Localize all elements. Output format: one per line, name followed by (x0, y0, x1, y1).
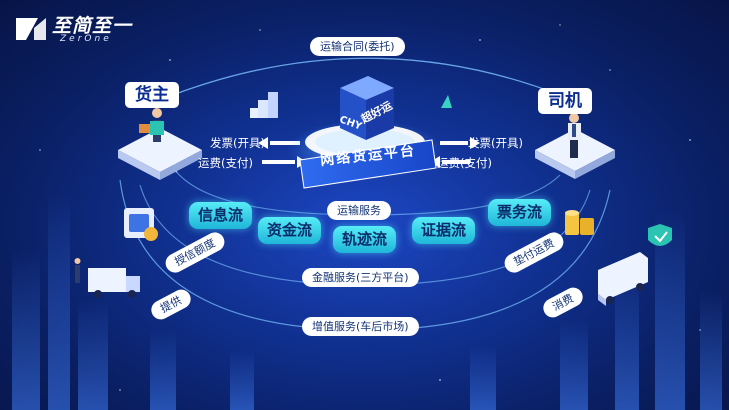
driver-freight-label: 运费(支付) (437, 156, 492, 170)
coins-icon (565, 210, 594, 235)
flow-ticketing: 票务流 (488, 199, 552, 226)
city-bars (12, 190, 722, 410)
bank-icon (124, 208, 158, 241)
mini-buildings (250, 92, 452, 118)
logo-name-en: ZerOne (60, 34, 112, 44)
shipper-invoice-label: 发票(开具) (210, 136, 265, 150)
stars (39, 24, 701, 391)
flow-information: 信息流 (189, 202, 253, 229)
shipper-platform (118, 108, 202, 180)
logo-name-cn: 至简至一 (52, 15, 133, 37)
shield-icon (648, 224, 672, 246)
finance-service-label: 金融服务(三方平台) (302, 268, 419, 287)
flow-trajectory: 轨迹流 (333, 226, 397, 253)
shipper-freight-label: 运费(支付) (198, 156, 253, 170)
top-contract-arc (164, 57, 564, 99)
logo-mark-icon (16, 18, 46, 40)
driver-invoice-label: 发票(开具) (468, 136, 523, 150)
central-platform (287, 76, 443, 189)
transport-service-label: 运输服务 (327, 201, 391, 220)
role-driver: 司机 (538, 88, 592, 114)
truck-right-icon (598, 252, 648, 306)
flow-evidence: 证据流 (412, 217, 476, 244)
flow-capital: 资金流 (258, 217, 322, 244)
driver-platform (535, 113, 615, 179)
truck-left-icon (74, 258, 140, 298)
top-contract-label: 运输合同(委托) (310, 37, 405, 56)
value-added-service-label: 增值服务(车后市场) (302, 317, 419, 336)
role-shipper: 货主 (125, 82, 179, 108)
